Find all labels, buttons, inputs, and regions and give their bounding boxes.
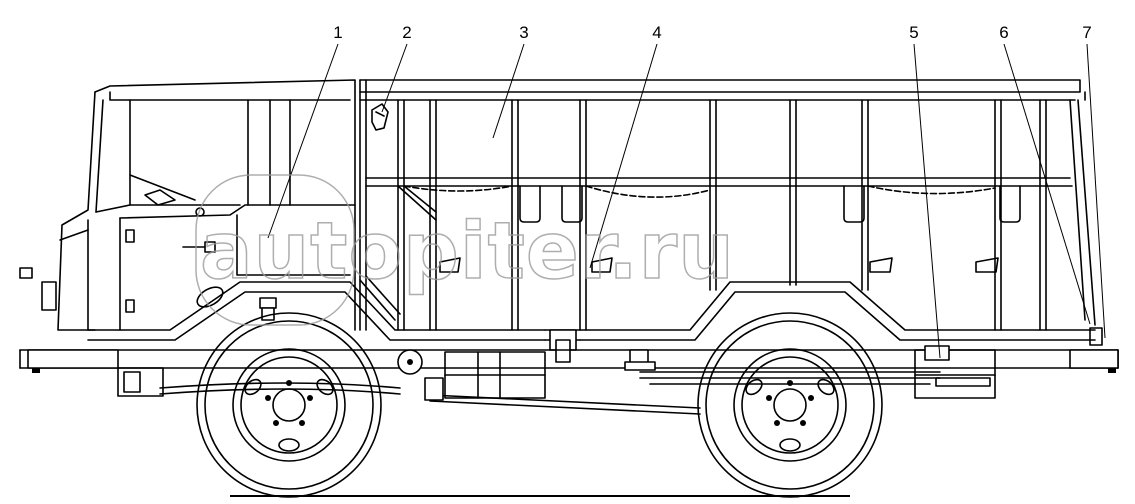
body-skirt xyxy=(87,275,1096,363)
front-wheel xyxy=(196,312,382,498)
callout-2: 2 xyxy=(402,23,411,42)
cab xyxy=(19,79,356,331)
callout-5: 5 xyxy=(909,23,918,42)
watermark: autopiter.ru xyxy=(195,174,735,326)
rear-wheel xyxy=(697,312,883,498)
watermark-text: autopiter.ru xyxy=(200,207,735,297)
leader-lines xyxy=(267,43,1106,359)
body-frame xyxy=(359,79,1096,331)
callout-7: 7 xyxy=(1082,23,1091,42)
callout-labels: 1 2 3 4 5 6 7 xyxy=(333,23,1091,42)
chassis xyxy=(19,327,1119,415)
safety-chains xyxy=(403,185,996,198)
callout-4: 4 xyxy=(652,23,661,42)
callout-3: 3 xyxy=(519,23,528,42)
callout-6: 6 xyxy=(999,23,1008,42)
callout-1: 1 xyxy=(333,23,342,42)
